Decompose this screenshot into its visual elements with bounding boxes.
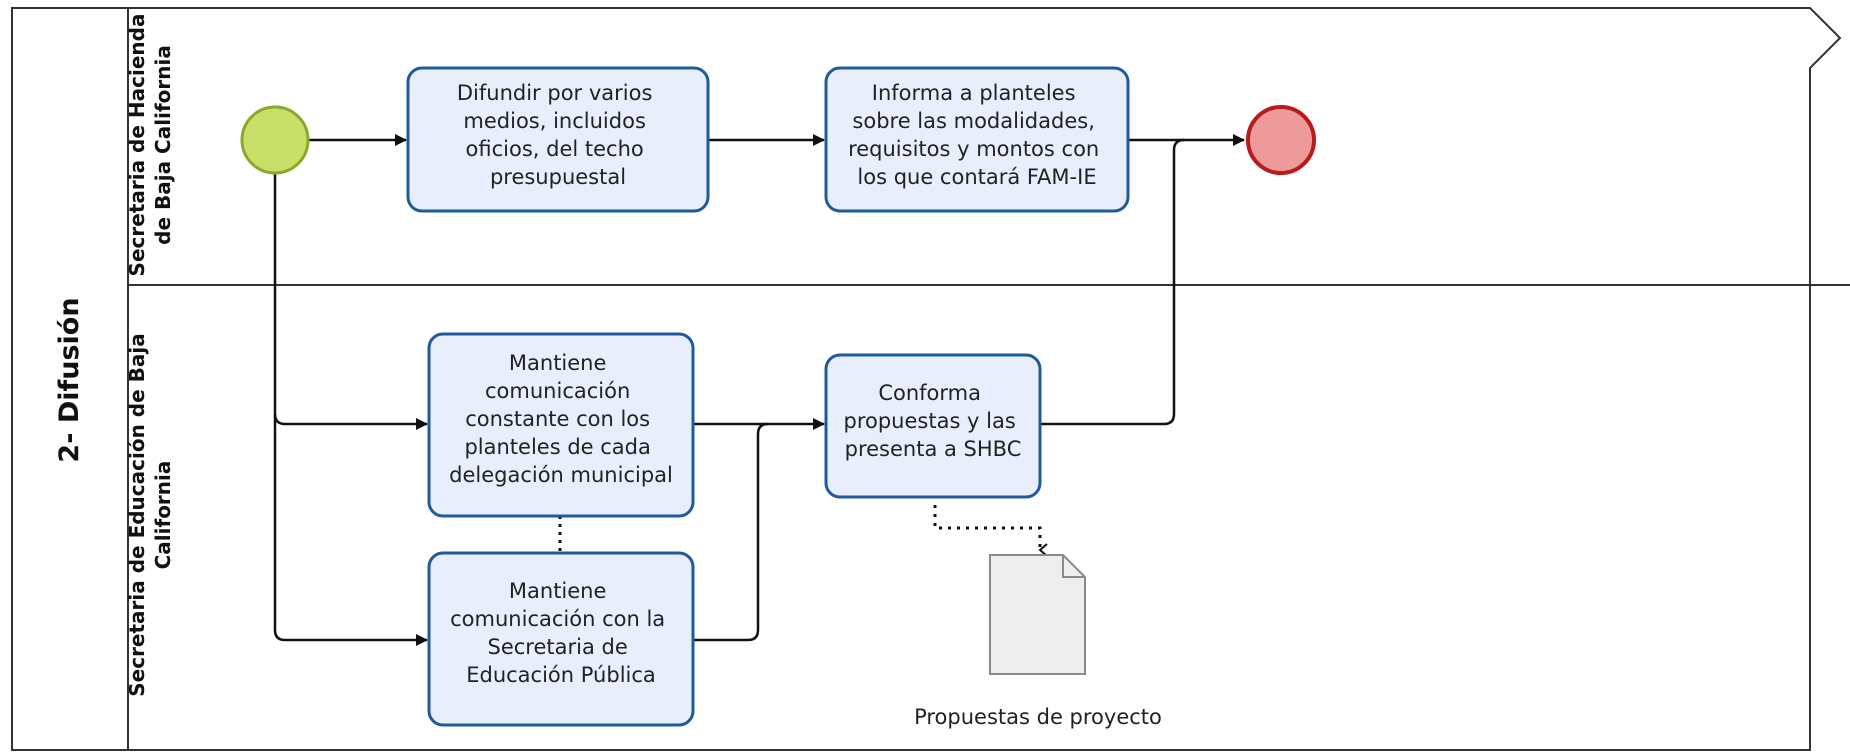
flow-t5-to-end bbox=[1040, 138, 1185, 426]
task-difundir[interactable]: Difundir por varios medios, incluidos of… bbox=[406, 66, 710, 213]
data-object-label: Propuestas de proyecto bbox=[914, 705, 1162, 729]
task-conforma-label: Conforma propuestas y las presenta a SHB… bbox=[843, 381, 1022, 461]
task-mantiene-sep-label: Mantiene comunicación con la Secretaria … bbox=[450, 579, 672, 687]
flow-start-to-t4 bbox=[273, 414, 428, 646]
task-mantiene-planteles-label: Mantiene comunicación constante con los … bbox=[449, 351, 673, 487]
lane-title-shbc-line1: Secretaria de Hacienda bbox=[125, 14, 149, 277]
lane-title-shbc-line2: de Baja California bbox=[151, 45, 175, 245]
task-difundir-label: Difundir por varios medios, incluidos of… bbox=[457, 81, 659, 189]
task-conforma[interactable]: Conforma propuestas y las presenta a SHB… bbox=[824, 353, 1042, 499]
lane-title-sebc-line1: Secretaria de Educación de Baja bbox=[125, 333, 149, 697]
task-mantiene-sep[interactable]: Mantiene comunicación con la Secretaria … bbox=[427, 551, 695, 727]
association-t5-data bbox=[933, 505, 1048, 557]
task-informa[interactable]: Informa a planteles sobre las modalidade… bbox=[824, 66, 1130, 213]
start-event[interactable] bbox=[240, 105, 310, 175]
lane-title-shbc: Secretaria de Hacienda de Baja Californi… bbox=[125, 14, 175, 277]
task-informa-label: Informa a planteles sobre las modalidade… bbox=[848, 81, 1106, 189]
end-event[interactable] bbox=[1246, 105, 1316, 175]
task-mantiene-planteles[interactable]: Mantiene comunicación constante con los … bbox=[427, 332, 695, 518]
flow-t4-to-t5 bbox=[693, 422, 769, 642]
data-object-propuestas[interactable] bbox=[989, 554, 1086, 675]
pool-title: 2- Difusión bbox=[54, 297, 85, 462]
lane-title-sebc: Secretaria de Educación de Baja Californ… bbox=[125, 333, 175, 697]
lane-title-sebc-line2: California bbox=[151, 461, 175, 570]
